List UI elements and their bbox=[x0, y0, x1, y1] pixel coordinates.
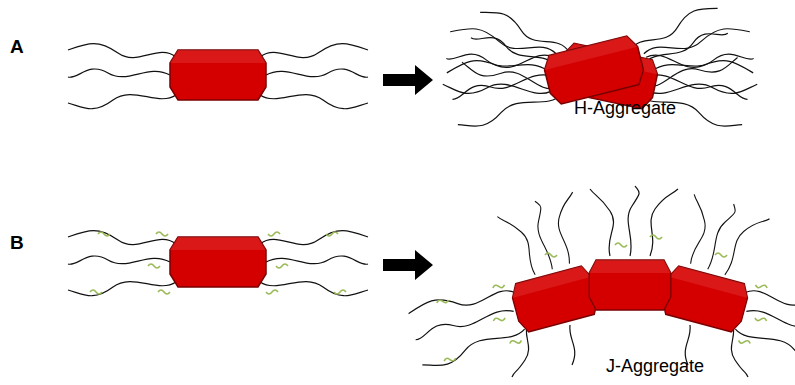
panel-letter: B bbox=[10, 232, 24, 254]
panel-letter: A bbox=[10, 36, 24, 58]
j-aggregate bbox=[407, 186, 795, 377]
single-molecule bbox=[68, 44, 368, 109]
reaction-arrow bbox=[383, 250, 433, 280]
aggregate-label: H-Aggregate bbox=[574, 98, 676, 119]
aggregate-label: J-Aggregate bbox=[606, 356, 704, 377]
reaction-arrow bbox=[383, 65, 433, 95]
single-molecule-with-groups bbox=[68, 231, 368, 296]
h-aggregate bbox=[442, 2, 758, 130]
